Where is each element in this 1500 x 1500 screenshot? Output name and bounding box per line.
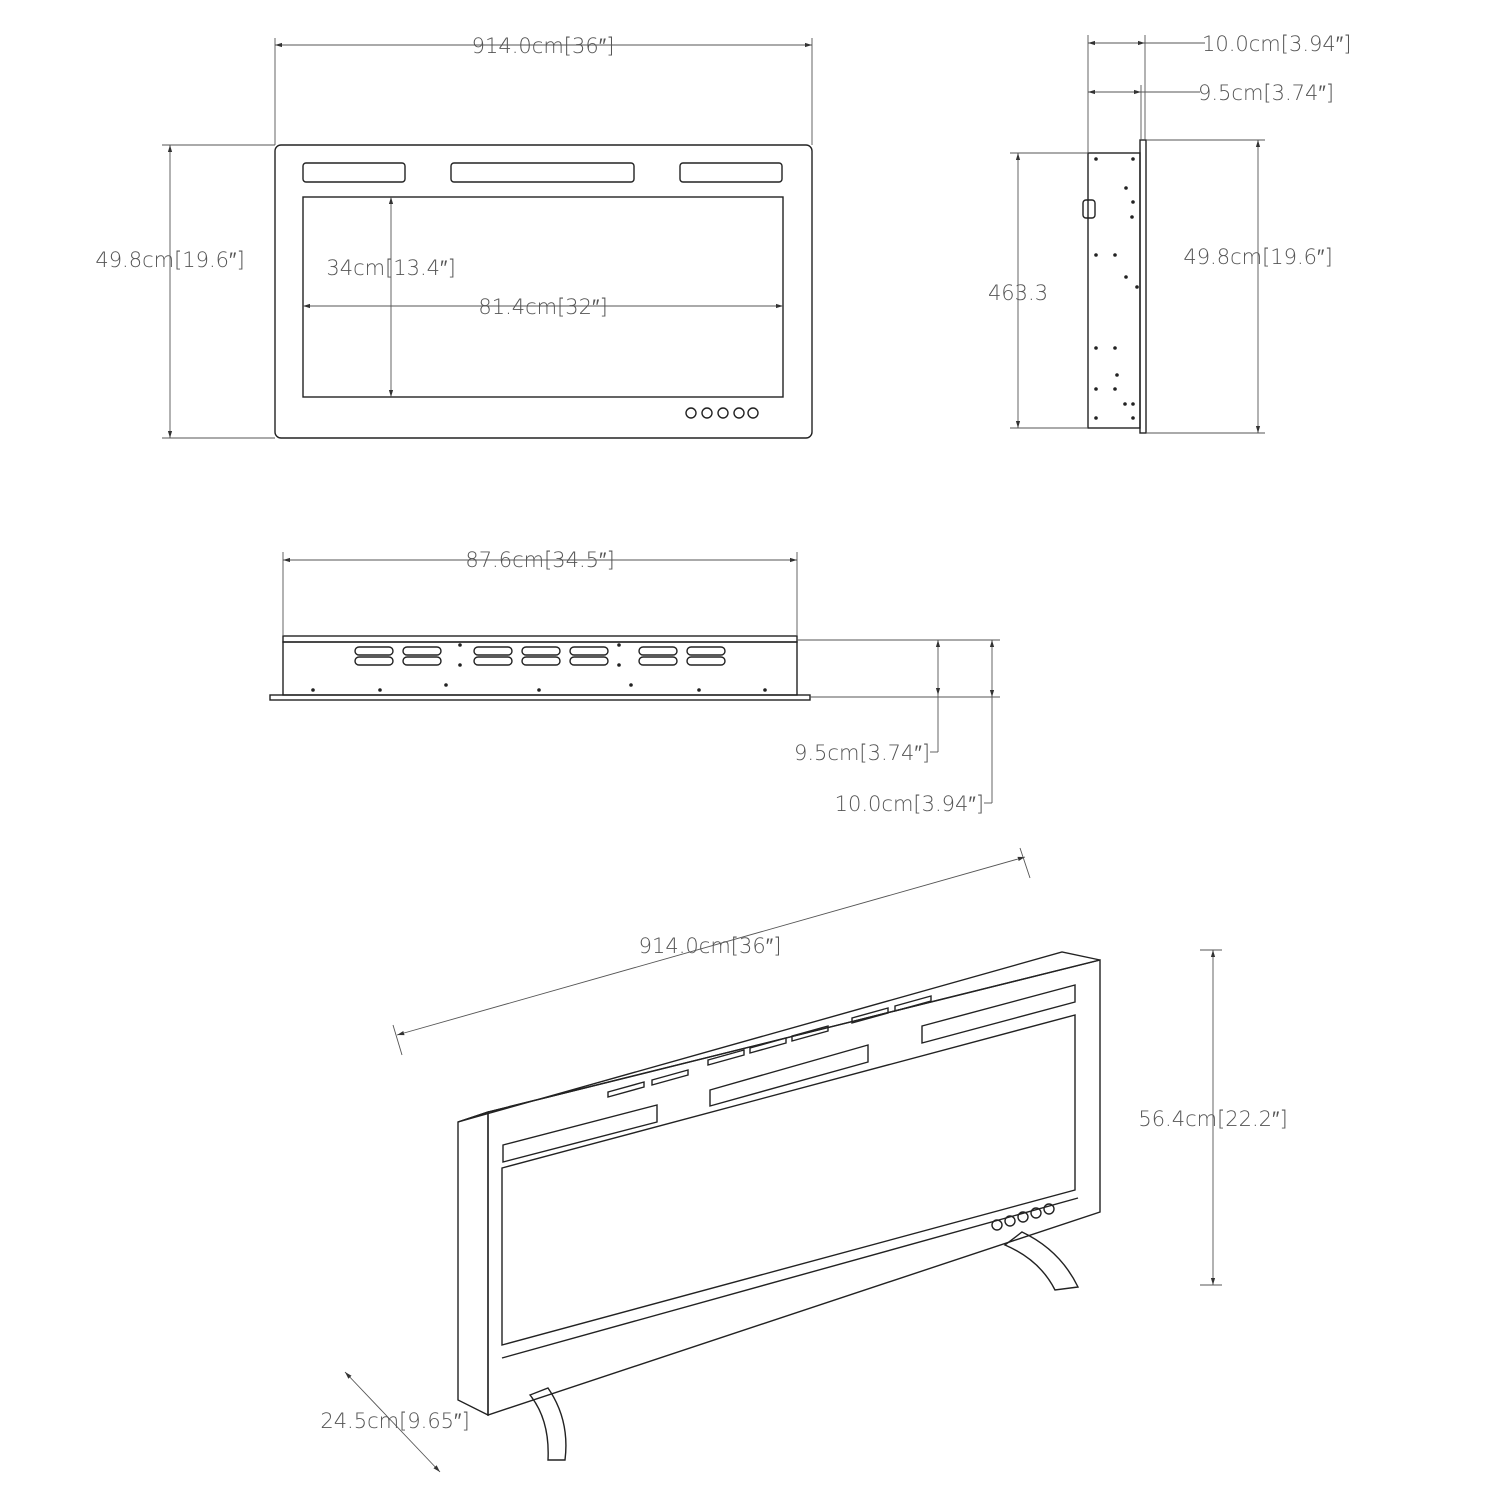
- front-slot-center: [450, 162, 635, 183]
- top-width-label: 87.6cm[34.5″]: [465, 548, 614, 572]
- iso-side-face: [457, 1111, 489, 1417]
- front-view: 914.0cm[36″] 49.8cm[19.6″] 34cm[13.4″] 8…: [95, 34, 813, 439]
- side-height-label: 49.8cm[19.6″]: [1183, 245, 1332, 269]
- vents: [354, 646, 726, 666]
- top-view: 87.6cm[34.5″] 9.5cm[3.74″] 10.0cm[3.94″]: [269, 548, 1000, 816]
- side-panel: [1139, 139, 1147, 434]
- control-buttons: [685, 407, 759, 419]
- side-body-depth-label: 9.5cm[3.74″]: [1198, 81, 1334, 105]
- iso-screen: [501, 1014, 1076, 1346]
- front-height-label: 49.8cm[19.6″]: [95, 248, 244, 272]
- iso-vents: [607, 995, 932, 1098]
- iso-height-label: 56.4cm[22.2″]: [1138, 1107, 1287, 1131]
- top-rim: [282, 635, 798, 643]
- iso-top-face: [457, 951, 1101, 1123]
- screen-width-label: 81.4cm[32″]: [478, 295, 607, 319]
- front-screen: [302, 196, 784, 398]
- iso-leg-right: [1003, 1231, 1080, 1291]
- side-depth-panel-label: 10.0cm[3.94″]: [1202, 32, 1351, 56]
- front-width-label: 914.0cm[36″]: [472, 34, 615, 58]
- screen-height-label: 34cm[13.4″]: [326, 256, 455, 280]
- front-slot-left: [302, 162, 406, 183]
- iso-control-buttons: [991, 1203, 1055, 1231]
- top-body-depth-label: 9.5cm[3.74″]: [794, 741, 930, 765]
- iso-leg-depth-label: 24.5cm[9.65″]: [320, 1409, 469, 1433]
- top-body: [282, 641, 798, 696]
- isometric-view: 914.0cm[36″] 56.4cm[22.2″] 24.5cm[9.65″]: [320, 847, 1288, 1473]
- side-view: 10.0cm[3.94″] 9.5cm[3.74″] 463.3 49.8cm[…: [988, 32, 1351, 434]
- front-frame: [274, 144, 813, 439]
- iso-leg-left: [528, 1387, 567, 1461]
- top-depth-panel-label: 10.0cm[3.94″]: [835, 792, 984, 816]
- top-base-plate: [269, 694, 811, 701]
- front-slot-right: [679, 162, 783, 183]
- side-body: [1087, 152, 1141, 429]
- side-body-height-label: 463.3: [988, 281, 1048, 305]
- iso-front-frame: [487, 959, 1101, 1416]
- iso-width-label: 914.0cm[36″]: [639, 934, 782, 958]
